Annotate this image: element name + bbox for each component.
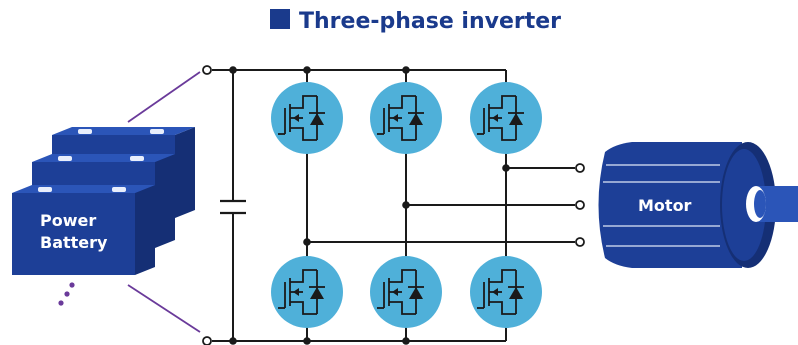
terminal-icon: [150, 129, 164, 134]
terminal-icon: [58, 156, 72, 161]
power-battery: Power Battery: [12, 127, 195, 306]
switch-lower-a-icon: [270, 255, 344, 329]
phase-terminal-a: [575, 237, 585, 247]
positive-terminal: [202, 65, 212, 75]
battery-label-line2: Battery: [40, 233, 108, 252]
negative-terminal: [202, 336, 212, 345]
motor-label: Motor: [638, 196, 692, 215]
switch-upper-a-icon: [270, 81, 344, 155]
dc-link-capacitor-icon: [220, 199, 246, 215]
battery-cell-front: Power Battery: [12, 185, 155, 275]
leader-line-bottom: [127, 284, 201, 333]
motor-fins: [603, 164, 720, 247]
switch-upper-c-icon: [469, 81, 543, 155]
more-cells-dots-icon: [58, 282, 75, 306]
page-title: Three-phase inverter: [299, 9, 561, 34]
phase-terminal-c: [575, 163, 585, 173]
terminal-icon: [38, 187, 52, 192]
leader-line-top: [127, 71, 201, 123]
switch-lower-b-icon: [369, 255, 443, 329]
switch-upper-b-icon: [369, 81, 443, 155]
terminal-icon: [78, 129, 92, 134]
battery-label-line1: Power: [40, 211, 96, 230]
phase-terminal-b: [575, 200, 585, 210]
switch-lower-c-icon: [469, 255, 543, 329]
junction-dots: [229, 66, 510, 345]
terminal-icon: [112, 187, 126, 192]
title-square-icon: [270, 9, 290, 29]
terminal-icon: [130, 156, 144, 161]
title-group: Three-phase inverter: [270, 9, 561, 34]
motor: Motor: [598, 142, 798, 268]
